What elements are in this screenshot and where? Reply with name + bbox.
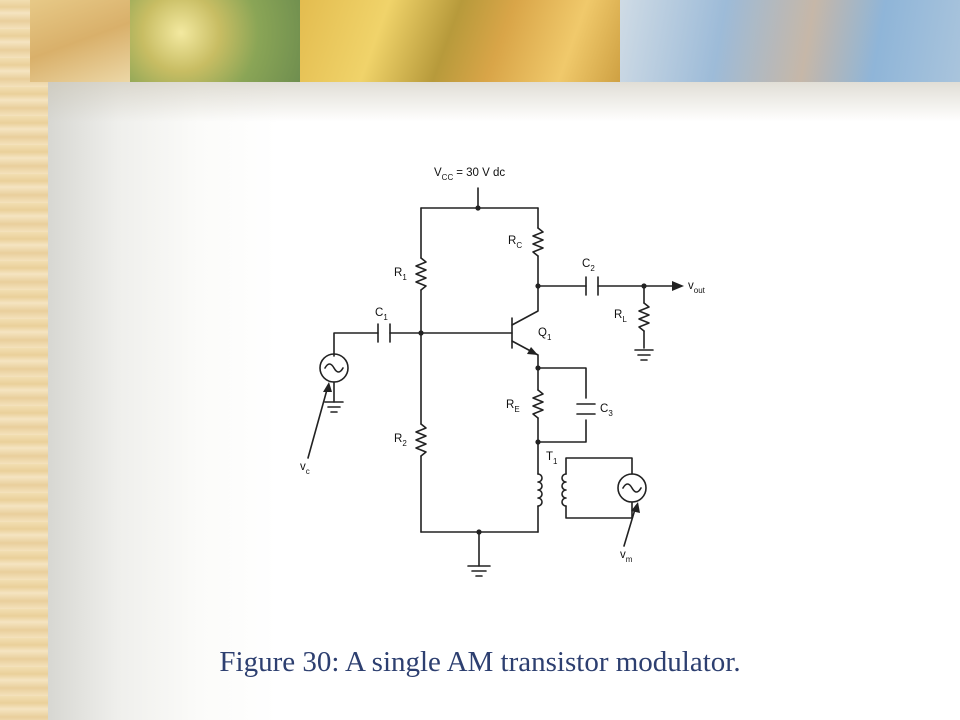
q1-emitter-arrow	[527, 347, 538, 355]
vm-source-wave	[622, 483, 642, 493]
rl-resistor	[638, 302, 650, 332]
banner-tile-left	[30, 0, 130, 82]
main-ground-symbol	[467, 565, 491, 577]
banner-tile-leaves	[300, 0, 630, 82]
rl-ground-symbol	[634, 349, 654, 361]
figure-caption: Figure 30: A single AM transistor modula…	[219, 646, 741, 678]
r2-resistor	[415, 423, 427, 457]
c3-bottom-wire	[537, 419, 587, 443]
c2-label: C2	[582, 258, 595, 273]
re-resistor	[532, 389, 544, 419]
c1-capacitor	[377, 323, 391, 343]
t1-label: T1	[546, 451, 558, 466]
output-node	[641, 283, 647, 289]
collector-node	[535, 283, 541, 289]
vout-arrow	[672, 281, 684, 291]
rc-resistor	[532, 227, 544, 257]
banner-tile-sky	[620, 0, 960, 82]
vc-pointer-arrow	[323, 382, 332, 392]
vcc-label: VCC= 30 V dc	[434, 167, 505, 182]
vm-pointer-arrow	[631, 502, 640, 513]
ground-rail-wire	[420, 531, 539, 567]
rl-label: RL	[614, 309, 627, 324]
t1-secondary-coil	[561, 473, 567, 507]
emitter-node	[535, 365, 541, 371]
re-c3-node	[535, 439, 541, 445]
ground-node	[476, 529, 482, 535]
slide-content-panel	[48, 82, 960, 720]
vm-source-circle	[617, 473, 647, 503]
c3-label: C3	[600, 403, 613, 418]
vm-pointer-line	[623, 505, 637, 547]
emitter-top-wire	[537, 367, 587, 399]
vc-label: vc	[300, 461, 310, 476]
q1-collector-lead	[511, 285, 539, 326]
vc-pointer-line	[307, 385, 329, 459]
c2-capacitor	[585, 276, 599, 296]
q1-label: Q1	[538, 327, 552, 342]
decorative-banner	[30, 0, 960, 82]
vc-ground-symbol	[324, 401, 344, 413]
decorative-side-strip	[0, 0, 48, 720]
rc-label: RC	[508, 235, 522, 250]
base-node	[418, 330, 424, 336]
c1-label: C1	[375, 307, 388, 322]
panel-shadow	[48, 82, 960, 122]
r1-label: R1	[394, 267, 407, 282]
r1-resistor	[415, 257, 427, 291]
c1-input-wire	[333, 332, 513, 357]
vm-label: vm	[620, 549, 633, 564]
t1-secondary-loop-wire	[565, 457, 633, 519]
t1-primary-coil	[537, 473, 543, 507]
r2-label: R2	[394, 433, 407, 448]
c3-capacitor	[576, 403, 596, 415]
re-label: RE	[506, 399, 520, 414]
vc-source-wave	[324, 363, 344, 373]
vout-label: vout	[688, 280, 706, 295]
vcc-node	[475, 205, 481, 211]
banner-tile-flowers	[130, 0, 300, 82]
